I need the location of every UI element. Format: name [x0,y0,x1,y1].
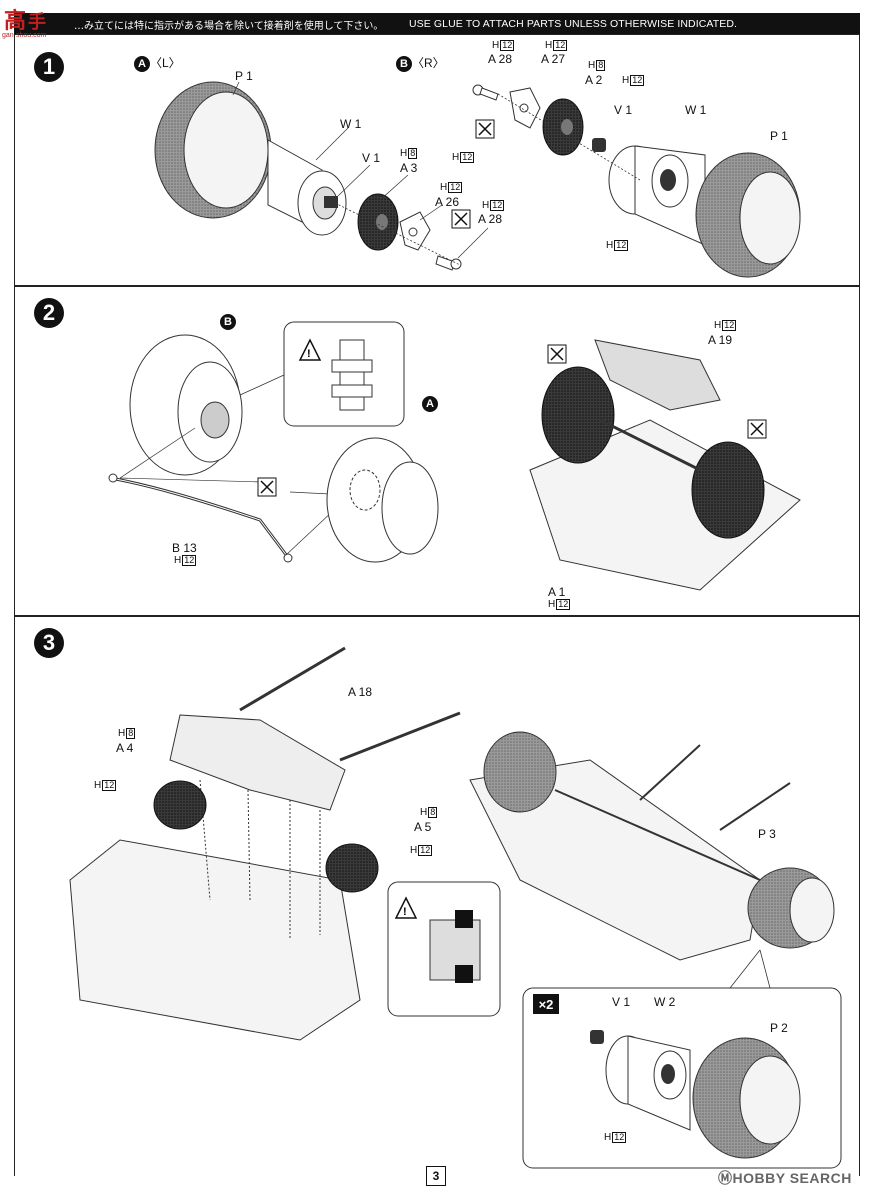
warning-detail-box: ! [387,881,501,1017]
step-2-marker-a: A [422,396,438,412]
label-a1: A 1 [548,585,566,599]
label-a3: A 3 [400,161,418,175]
multiplier-badge: ×2 [533,994,559,1014]
watermark: ⓂHOBBY SEARCH [718,1170,852,1186]
label-a28-right: A 28 [488,52,513,66]
label-p3: P 3 [758,827,776,841]
label-a19: A 19 [708,333,733,347]
header-notice-en: USE GLUE TO ATTACH PARTS UNLESS OTHERWIS… [409,18,738,30]
step1-left-brake-disc [357,193,399,251]
label-p1-left: P 1 [235,69,253,83]
svg-text:手: 手 [28,11,46,33]
label-v1-right: V 1 [614,103,633,117]
label-w2: W 2 [654,995,676,1009]
glue-warning-icon [747,419,767,439]
step1-left-tire [154,81,272,219]
step-1-number: 1 [34,52,64,82]
header-bar: …み立てには特に指示がある場合を除いて接着剤を使用して下さい。 USE GLUE… [14,13,860,35]
step2-wheel-b [129,334,243,476]
step1-right-tire [695,152,801,278]
label-b13: B 13 [172,541,197,555]
x2-detail-box [522,987,842,1169]
header-notice-jp: …み立てには特に指示がある場合を除いて接着剤を使用して下さい。 [74,21,384,32]
step-2-number: 2 [34,298,64,328]
step1-left-bolt [435,255,462,271]
label-v1: V 1 [612,995,631,1009]
warning-detail-box: ! [239,321,405,427]
site-logo: 高 手 gan-shou.com [0,6,60,39]
glue-warning-icon [451,209,471,229]
page-number: 3 [426,1166,446,1186]
step-3-number: 3 [34,628,64,658]
label-a4: A 4 [116,741,134,755]
step1-right-bolt [472,84,499,101]
label-a18: A 18 [348,685,373,699]
step-1-side-b: B〈R〉 [396,56,445,72]
label-v1-left: V 1 [362,151,381,165]
step3-caliper-a5 [325,843,379,893]
label-p1-right: P 1 [770,129,788,143]
step3-tire-p3 [747,867,835,949]
svg-text:gan-shou.com: gan-shou.com [2,32,47,39]
label-a26: A 26 [435,195,460,209]
step1-right-rim [608,145,706,246]
step-2-marker-b: B [220,314,236,330]
step1-left-rim [267,139,347,236]
glue-warning-icon [257,477,277,497]
step3-assembled-car [469,731,791,961]
step3-chassis-left [69,646,461,1041]
step1-right-polycap [592,138,606,152]
step2-chassis-assembly [529,339,801,591]
svg-text:!: ! [403,906,407,918]
svg-text:高: 高 [4,8,26,34]
label-a27: A 27 [541,52,566,66]
step1-right-upright [509,87,541,129]
label-a28-left: A 28 [478,212,503,226]
step2-tie-rod-b13 [108,473,293,563]
step-1-panel [14,34,860,286]
step2-wheel-a [326,437,439,563]
glue-warning-icon [475,119,495,139]
glue-warning-icon [547,344,567,364]
label-a2: A 2 [585,73,603,87]
step-2-panel [14,286,860,616]
step1-left-upright [399,211,431,251]
step-3-panel [14,616,860,1176]
label-a5: A 5 [414,820,432,834]
label-w1-right: W 1 [685,103,707,117]
step1-right-brake-disc [542,98,584,156]
svg-text:!: ! [307,348,311,360]
label-w1-left: W 1 [340,117,362,131]
step-1-side-a: A〈L〉 [134,56,181,72]
step3-caliper-a4 [153,780,207,830]
label-p2: P 2 [770,1021,788,1035]
